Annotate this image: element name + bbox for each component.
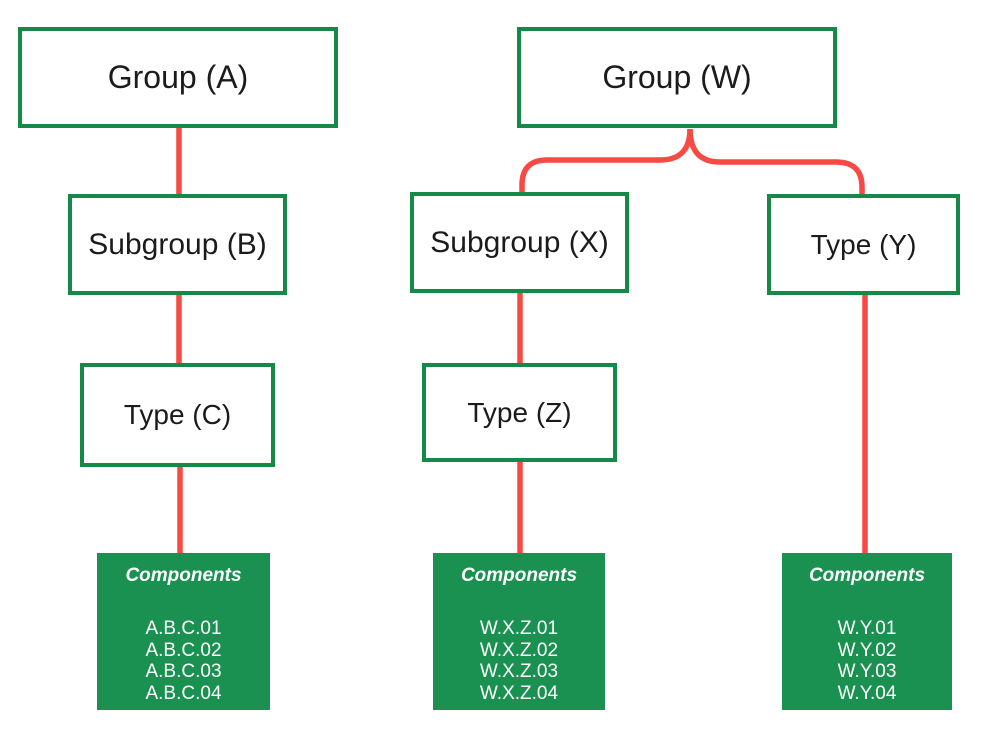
component-item: W.Y.01	[837, 618, 897, 639]
node-type-c: Type (C)	[80, 363, 275, 467]
component-item: W.Y.03	[837, 661, 897, 682]
component-item: A.B.C.03	[145, 661, 222, 682]
component-item: W.X.Z.02	[479, 639, 559, 661]
node-subgroup-x: Subgroup (X)	[410, 192, 629, 293]
component-item: W.X.Z.01	[479, 618, 559, 639]
component-item: W.Y.02	[837, 639, 897, 661]
node-type-z: Type (Z)	[422, 363, 617, 462]
component-item: A.B.C.01	[145, 618, 222, 639]
node-subgroup-b: Subgroup (B)	[68, 194, 287, 295]
node-type-z-label: Type (Z)	[467, 396, 572, 428]
components-box-wy: Components W.Y.01 W.Y.02 W.Y.03 W.Y.04	[782, 553, 952, 710]
components-list: W.Y.01 W.Y.02 W.Y.03 W.Y.04	[782, 618, 952, 704]
node-group-w: Group (W)	[517, 27, 837, 128]
component-item: W.X.Z.03	[479, 661, 559, 682]
components-title: Components	[125, 565, 242, 586]
component-item: A.B.C.04	[145, 682, 222, 704]
node-group-w-label: Group (W)	[602, 59, 752, 95]
node-group-a-label: Group (A)	[107, 59, 249, 95]
node-type-y: Type (Y)	[767, 194, 960, 295]
node-subgroup-x-label: Subgroup (X)	[430, 225, 609, 259]
components-list: A.B.C.01 A.B.C.02 A.B.C.03 A.B.C.04	[97, 618, 270, 704]
components-box-abc: Components A.B.C.01 A.B.C.02 A.B.C.03 A.…	[97, 553, 270, 710]
connector-group-w-subgroup-x-brace	[519, 128, 693, 196]
components-title: Components	[808, 565, 926, 586]
node-type-y-label: Type (Y)	[810, 228, 917, 260]
node-subgroup-b-label: Subgroup (B)	[88, 227, 267, 261]
components-list: W.X.Z.01 W.X.Z.02 W.X.Z.03 W.X.Z.04	[433, 618, 605, 704]
node-group-a: Group (A)	[18, 27, 338, 128]
components-box-wxz: Components W.X.Z.01 W.X.Z.02 W.X.Z.03 W.…	[433, 553, 605, 710]
component-item: A.B.C.02	[145, 639, 222, 661]
component-item: W.X.Z.04	[479, 682, 559, 704]
component-item: W.Y.04	[837, 682, 897, 704]
connector-group-w-type-y-brace	[687, 128, 865, 198]
node-type-c-label: Type (C)	[123, 399, 232, 430]
components-title: Components	[460, 565, 578, 586]
